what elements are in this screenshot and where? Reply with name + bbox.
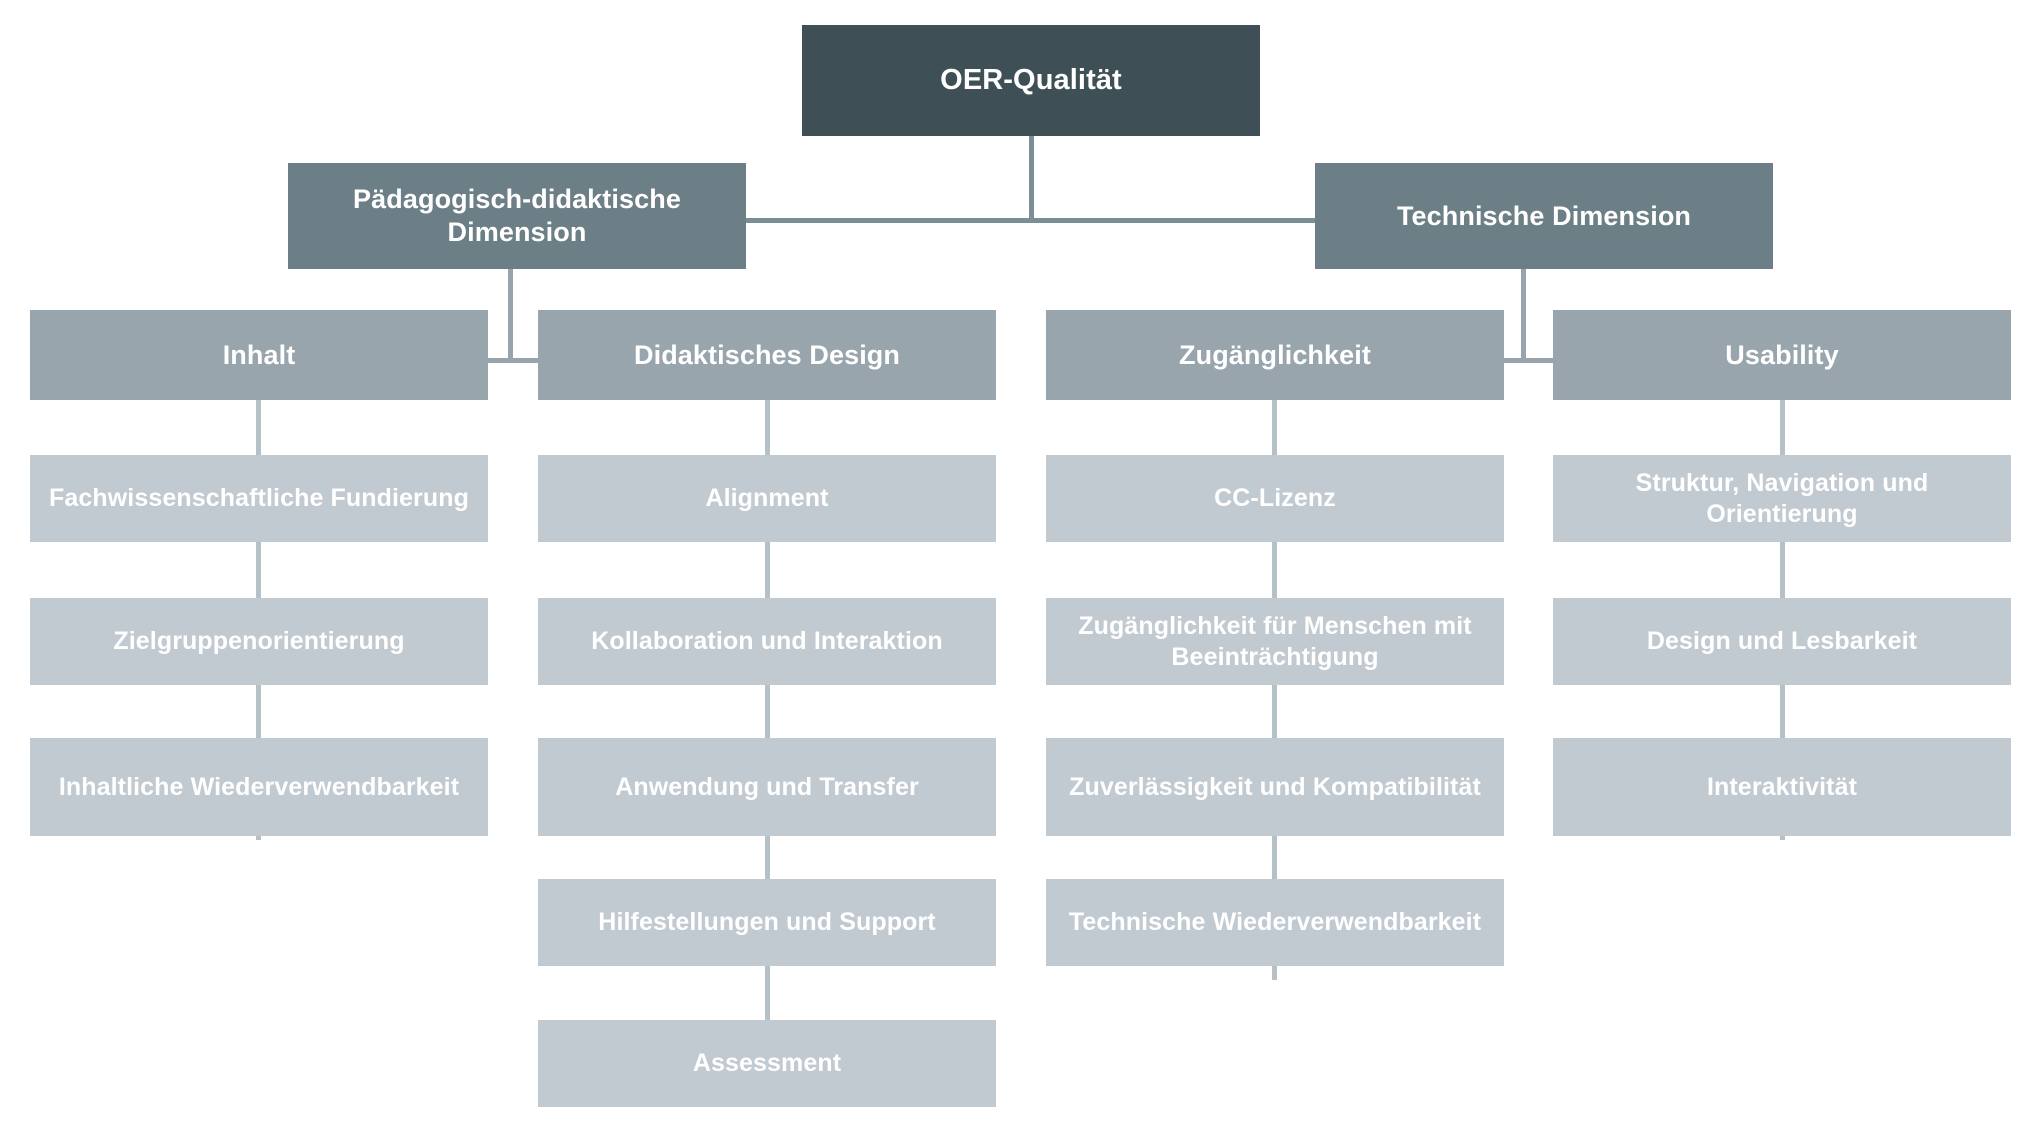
node-label: Design und Lesbarkeit: [1646, 627, 1918, 656]
node-label: Zuverlässigkeit und Kompatibilität: [1069, 772, 1481, 801]
node-label: Inhaltliche Wiederverwendbarkeit: [58, 772, 460, 801]
node-label: Zielgruppenorientierung: [113, 627, 405, 656]
node-criterion-interaktivitaet[interactable]: Interaktivität: [1553, 738, 2011, 836]
node-criterion-inhaltliche-wiederverwendbarkeit[interactable]: Inhaltliche Wiederverwendbarkeit: [30, 738, 488, 836]
connector-dim2-bus: [1283, 358, 1783, 363]
node-label: Struktur, Navigation und Orientierung: [1635, 469, 1929, 528]
node-criterion-fachwissenschaftliche-fundierung[interactable]: Fachwissenschaftliche Fundierung: [30, 455, 488, 542]
connector-dim1-bus: [258, 358, 768, 363]
connector-dim1-down: [508, 268, 513, 361]
node-label: Pädagogisch-didaktische Dimension: [353, 184, 681, 247]
node-criterion-anwendung-und-transfer[interactable]: Anwendung und Transfer: [538, 738, 996, 836]
node-category-inhalt[interactable]: Inhalt: [30, 310, 488, 400]
node-criterion-zielgruppenorientierung[interactable]: Zielgruppenorientierung: [30, 598, 488, 685]
node-category-zugaenglichkeit[interactable]: Zugänglichkeit: [1046, 310, 1504, 400]
node-label: CC-Lizenz: [1214, 484, 1336, 513]
node-label: Kollaboration und Interaktion: [591, 627, 943, 656]
node-label: Technische Wiederverwendbarkeit: [1068, 908, 1482, 937]
node-label: Hilfestellungen und Support: [598, 908, 936, 937]
node-category-didaktisches-design[interactable]: Didaktisches Design: [538, 310, 996, 400]
node-label: Assessment: [692, 1049, 842, 1078]
node-criterion-technische-wiederverwendbarkeit[interactable]: Technische Wiederverwendbarkeit: [1046, 879, 1504, 966]
node-label: OER-Qualität: [940, 63, 1122, 96]
node-category-usability[interactable]: Usability: [1553, 310, 2011, 400]
node-label: Didaktisches Design: [634, 339, 900, 370]
node-dimension-technisch[interactable]: Technische Dimension: [1315, 163, 1773, 269]
node-label: Zugänglichkeit für Menschen mit Beeinträ…: [1078, 612, 1472, 671]
node-criterion-zugaenglichkeit-beeintraechtigung[interactable]: Zugänglichkeit für Menschen mit Beeinträ…: [1046, 598, 1504, 685]
node-label: Anwendung und Transfer: [615, 772, 919, 801]
connector-dim2-down: [1521, 268, 1526, 361]
node-criterion-design-und-lesbarkeit[interactable]: Design und Lesbarkeit: [1553, 598, 2011, 685]
node-label: Alignment: [705, 484, 829, 513]
node-criterion-cc-lizenz[interactable]: CC-Lizenz: [1046, 455, 1504, 542]
node-criterion-assessment[interactable]: Assessment: [538, 1020, 996, 1107]
connector-root-bus: [742, 218, 1319, 223]
node-label: Technische Dimension: [1396, 200, 1692, 231]
node-label: Zugänglichkeit: [1179, 339, 1371, 370]
connector-root-down: [1029, 136, 1034, 221]
node-criterion-struktur-navigation-orientierung[interactable]: Struktur, Navigation und Orientierung: [1553, 455, 2011, 542]
node-label: Fachwissenschaftliche Fundierung: [49, 484, 469, 513]
node-label: Inhalt: [222, 339, 296, 370]
connector-col3-spine: [1272, 400, 1277, 980]
node-criterion-hilfestellungen-und-support[interactable]: Hilfestellungen und Support: [538, 879, 996, 966]
node-dimension-paedagogisch-didaktisch[interactable]: Pädagogisch-didaktische Dimension: [288, 163, 746, 269]
node-criterion-zuverlaessigkeit-und-kompatibilitaet[interactable]: Zuverlässigkeit und Kompatibilität: [1046, 738, 1504, 836]
node-criterion-alignment[interactable]: Alignment: [538, 455, 996, 542]
node-root-oer-qualitaet[interactable]: OER-Qualität: [802, 25, 1260, 136]
node-label: Usability: [1725, 339, 1839, 370]
node-label: Interaktivität: [1706, 772, 1858, 801]
node-criterion-kollaboration-und-interaktion[interactable]: Kollaboration und Interaktion: [538, 598, 996, 685]
